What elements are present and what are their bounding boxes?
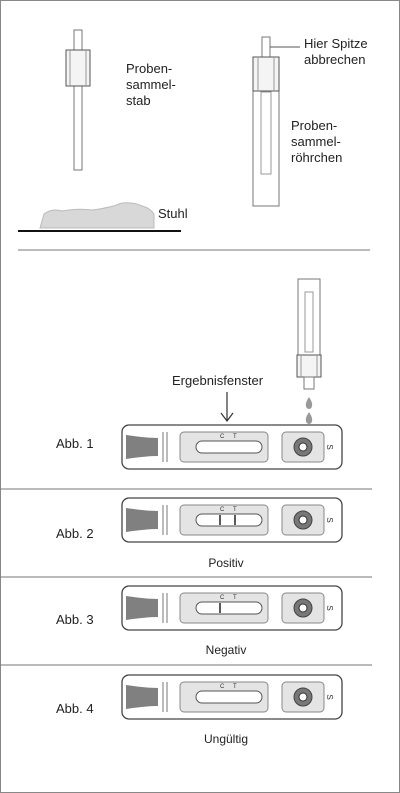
stool-illustration [18,202,181,232]
figure-label: Abb. 4 [56,701,94,716]
result-window [195,601,263,615]
drop-icon [305,397,313,409]
test-cassette: C T S [121,424,343,470]
test-mark: T [233,507,237,513]
result-window-label: Ergebnisfenster [172,373,264,388]
figure-label: Abb. 2 [56,526,94,541]
test-cassette: C T S [121,674,343,720]
control-mark: C [220,507,225,513]
control-mark: C [220,595,225,601]
test-cassette: C T S [121,497,343,543]
figure-caption: Negativ [205,643,247,657]
sample-mark: S [325,605,334,610]
cassette-group: C T S C T S C T S C T S [121,424,343,720]
sample-mark: S [325,444,334,449]
sample-mark: S [325,517,334,522]
stick-label: Proben- sammel- stab [126,61,176,108]
control-mark: C [220,684,225,690]
result-window [195,690,263,704]
test-mark: T [233,434,237,440]
test-cassette: C T S [121,585,343,631]
sample-mark: S [325,694,334,699]
sample-collection-stick [65,29,91,171]
control-mark: C [220,434,225,440]
figure-caption: Positiv [208,556,244,570]
result-window [195,440,263,454]
result-window [195,513,263,527]
stool-label: Stuhl [158,206,188,221]
test-mark: T [233,684,237,690]
figure-caption: Ungültig [203,732,249,746]
drop-icon [305,412,313,424]
figure-label: Abb. 3 [56,612,94,627]
tube-label: Proben- sammel- röhrchen [291,118,343,165]
sample-collection-tube [252,36,300,207]
dropper-tube [296,278,322,424]
test-mark: T [233,595,237,601]
break-tip-label: Hier Spitze abbrechen [304,36,368,67]
figure-label: Abb. 1 [56,436,94,451]
result-window-arrow [220,392,234,422]
